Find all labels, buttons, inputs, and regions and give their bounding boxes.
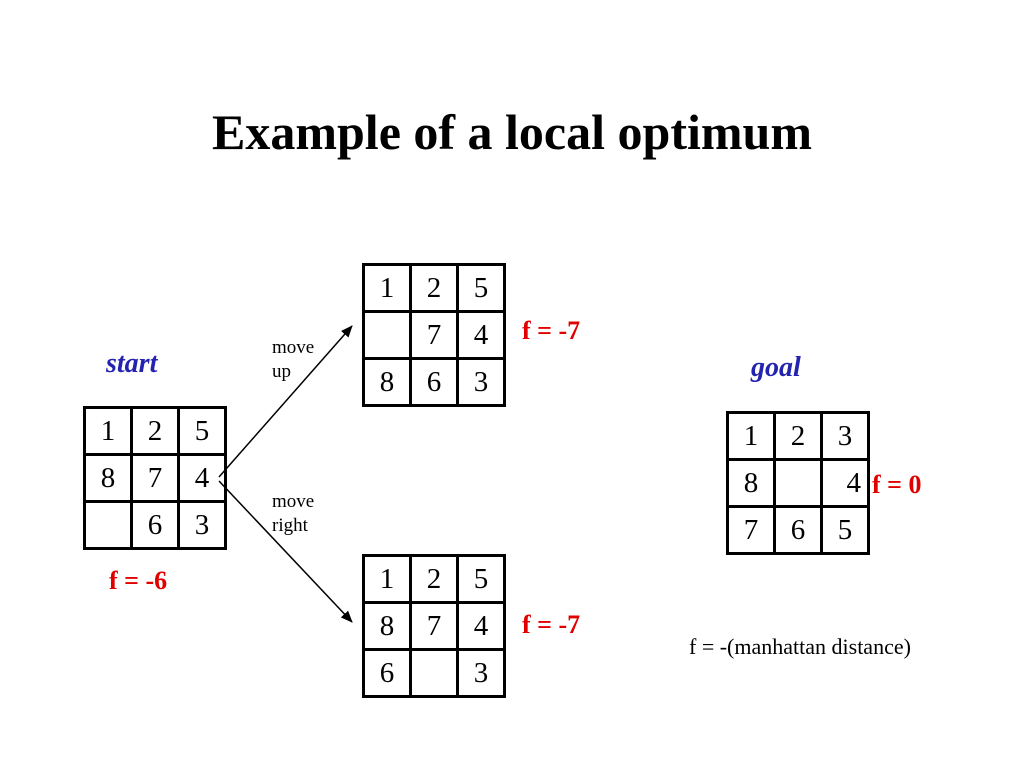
board-cell: 4 xyxy=(180,456,224,500)
move-up-label-line2: up xyxy=(272,361,291,382)
board-cell: 1 xyxy=(365,266,409,310)
board-cell: 7 xyxy=(412,604,456,648)
board-cell: 4 xyxy=(459,313,503,357)
board-cell: 4 xyxy=(459,604,503,648)
move-up-label-line1: move xyxy=(272,337,315,358)
move-right-board: 1 2 5 8 7 4 6 3 xyxy=(362,554,506,698)
board-cell: 5 xyxy=(823,508,867,552)
move-right-label: move right xyxy=(272,490,314,538)
manhattan-note: f = -(manhattan distance) xyxy=(689,634,911,659)
board-cell: 2 xyxy=(412,266,456,310)
move-up-label: move up xyxy=(272,336,314,384)
board-cell: 3 xyxy=(459,360,503,404)
move-right-label-line1: move xyxy=(272,491,315,512)
board-cell: 2 xyxy=(776,414,820,458)
board-cell: 8 xyxy=(365,604,409,648)
move-up-arrow xyxy=(218,325,353,478)
start-board: 1 2 5 8 7 4 6 3 xyxy=(83,406,227,550)
board-cell: 8 xyxy=(86,456,130,500)
board-cell: 3 xyxy=(459,651,503,695)
slide-title: Example of a local optimum xyxy=(212,104,812,160)
board-cell: 1 xyxy=(365,557,409,601)
board-cell xyxy=(365,313,409,357)
board-cell: 8 xyxy=(365,360,409,404)
board-cell: 1 xyxy=(729,414,773,458)
board-cell: 3 xyxy=(823,414,867,458)
board-cell: 5 xyxy=(459,266,503,310)
board-cell: 7 xyxy=(729,508,773,552)
board-cell: 1 xyxy=(86,409,130,453)
move-up-f-value: f = -7 xyxy=(522,316,581,345)
board-cell: 7 xyxy=(412,313,456,357)
board-cell: 6 xyxy=(412,360,456,404)
goal-board: 1 2 3 8 4 7 6 5 xyxy=(726,411,870,555)
board-cell: 2 xyxy=(133,409,177,453)
board-cell xyxy=(412,651,456,695)
move-right-label-line2: right xyxy=(272,515,308,536)
board-cell: 6 xyxy=(133,503,177,547)
board-cell xyxy=(86,503,130,547)
board-cell xyxy=(776,461,820,505)
board-cell: 4 xyxy=(823,461,867,505)
board-cell: 6 xyxy=(365,651,409,695)
goal-f-value: f = 0 xyxy=(872,470,922,499)
board-cell: 7 xyxy=(133,456,177,500)
board-cell: 5 xyxy=(180,409,224,453)
board-cell: 6 xyxy=(776,508,820,552)
goal-label: goal xyxy=(751,352,801,383)
board-cell: 5 xyxy=(459,557,503,601)
start-f-value: f = -6 xyxy=(109,566,168,595)
move-up-board: 1 2 5 7 4 8 6 3 xyxy=(362,263,506,407)
start-label: start xyxy=(106,348,158,379)
board-cell: 8 xyxy=(729,461,773,505)
board-cell: 3 xyxy=(180,503,224,547)
board-cell: 2 xyxy=(412,557,456,601)
move-right-f-value: f = -7 xyxy=(522,610,581,639)
move-right-arrow xyxy=(218,480,353,623)
